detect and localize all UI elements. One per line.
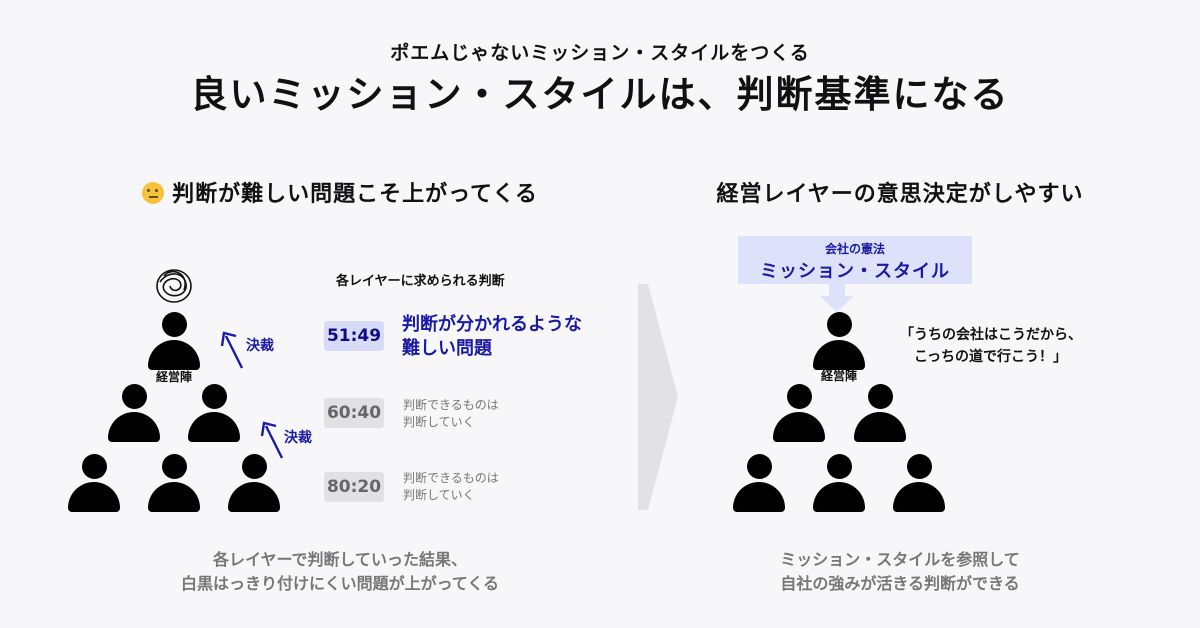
person-icon-executive — [146, 312, 202, 372]
ratio-badge-60-40: 60:40 — [324, 398, 384, 428]
right-section-heading: 経営レイヤーの意思決定がしやすい — [716, 182, 1084, 207]
row-text-line1: 判断できるものは — [403, 398, 499, 412]
row-text-line2: 難しい問題 — [402, 338, 492, 359]
person-icon — [66, 454, 122, 514]
quote-line2: こっちの道で行こう！」 — [914, 349, 1068, 365]
left-heading-text: 判断が難しい問題こそ上がってくる — [172, 182, 538, 207]
down-arrow-icon — [820, 284, 854, 312]
page-title: 良いミッション・スタイルは、判断基準になる — [190, 73, 1010, 116]
mission-style-box: 会社の憲法 ミッション・スタイル — [738, 236, 972, 284]
executive-label: 経営陣 — [155, 370, 192, 384]
ratio-badge-80-20: 80:20 — [324, 472, 384, 502]
caption-line1: 各レイヤーで判断していった結果、 — [212, 550, 468, 569]
person-icon — [891, 454, 947, 514]
person-icon — [811, 454, 867, 514]
decision-label: 決裁 — [246, 338, 274, 354]
confused-scribble-icon — [156, 269, 192, 303]
executive-label: 経営陣 — [820, 369, 857, 383]
right-caption: ミッション・スタイルを参照して 自社の強みが活きる判断ができる — [640, 548, 1160, 596]
left-section-heading: 判断が難しい問題こそ上がってくる — [60, 176, 620, 208]
thinking-face-icon — [142, 182, 165, 204]
up-arrow-icon — [220, 331, 244, 369]
row-description: 判断できるものは 判断していく — [403, 470, 553, 504]
left-caption: 各レイヤーで判断していった結果、 白黒はっきり付けにくい問題が上がってくる — [60, 548, 620, 596]
difficult-problem-text: 判断が分かれるような 難しい問題 — [402, 313, 622, 361]
decision-label: 決裁 — [284, 430, 312, 446]
person-icon — [852, 384, 908, 444]
layer-judgment-label: 各レイヤーに求められる判断 — [336, 274, 505, 289]
person-icon — [146, 454, 202, 514]
row-text-line1: 判断が分かれるような — [402, 314, 582, 335]
person-icon-executive — [811, 312, 867, 372]
row-text-line2: 判断していく — [403, 488, 475, 502]
quote-line1: 「うちの会社はこうだから、 — [900, 327, 1082, 343]
person-icon — [226, 454, 282, 514]
person-icon — [186, 384, 242, 444]
row-text-line1: 判断できるものは — [403, 471, 499, 485]
executive-quote: 「うちの会社はこうだから、 こっちの道で行こう！」 — [900, 324, 1140, 368]
person-icon — [106, 384, 162, 444]
person-icon — [731, 454, 787, 514]
ratio-badge-51-49: 51:49 — [324, 321, 384, 351]
box-big-label: ミッション・スタイル — [760, 261, 950, 282]
transition-arrow-icon — [638, 284, 678, 510]
subtitle: ポエムじゃないミッション・スタイルをつくる — [390, 42, 810, 64]
caption-line1: ミッション・スタイルを参照して — [780, 550, 1020, 569]
up-arrow-icon — [260, 421, 284, 459]
caption-line2: 白黒はっきり付けにくい問題が上がってくる — [180, 574, 500, 593]
row-text-line2: 判断していく — [403, 415, 475, 429]
caption-line2: 自社の強みが活きる判断ができる — [780, 574, 1020, 593]
person-icon — [771, 384, 827, 444]
box-small-label: 会社の憲法 — [824, 242, 885, 256]
row-description: 判断できるものは 判断していく — [403, 397, 553, 431]
